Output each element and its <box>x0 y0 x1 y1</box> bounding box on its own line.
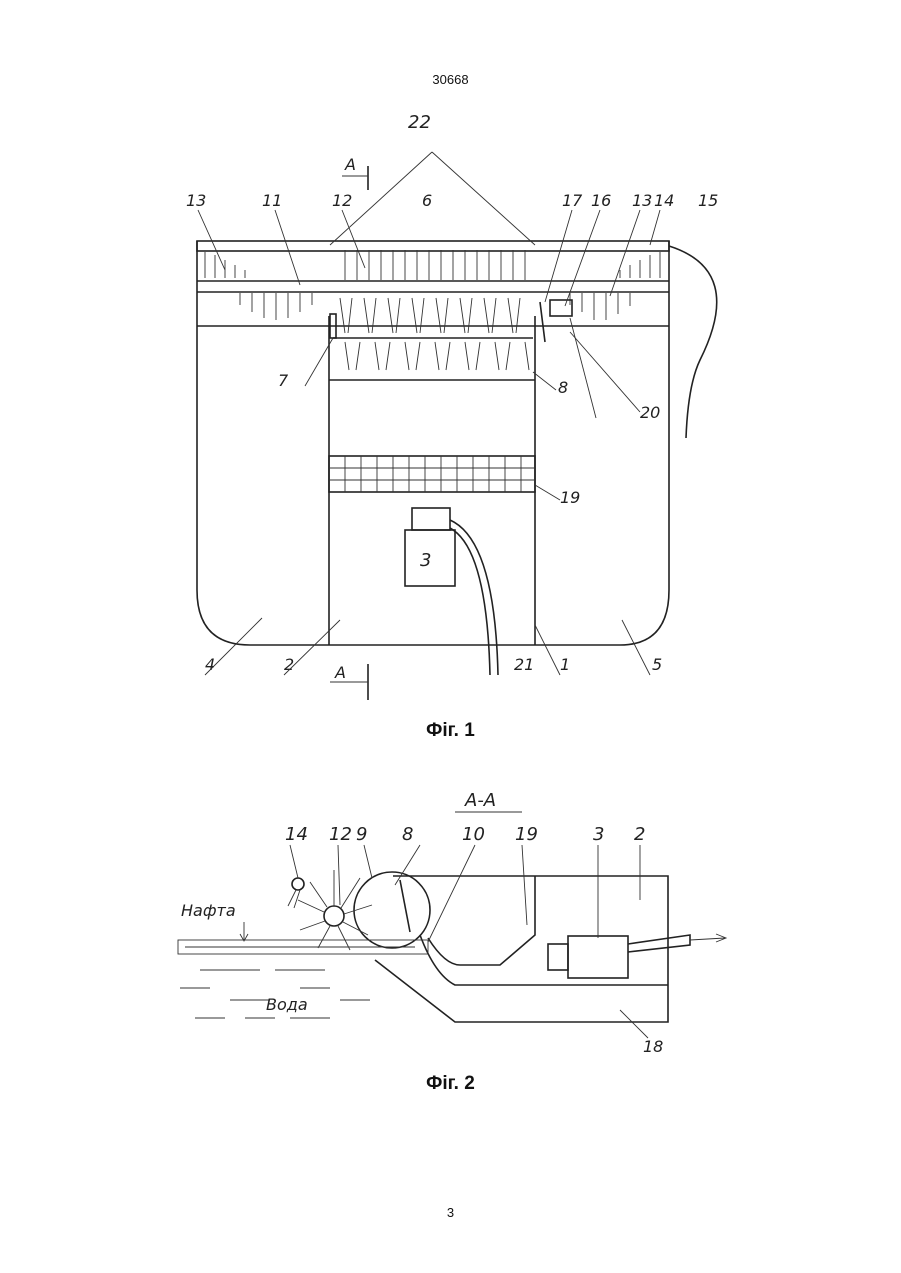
svg-text:14: 14 <box>285 824 308 845</box>
svg-text:A: A <box>334 663 346 682</box>
svg-text:9: 9 <box>356 824 367 845</box>
housing-outline <box>375 876 668 1022</box>
svg-text:2: 2 <box>284 655 294 674</box>
brush-bristles-top <box>345 250 525 280</box>
svg-text:12: 12 <box>332 191 352 210</box>
svg-text:8: 8 <box>402 824 413 845</box>
svg-text:14: 14 <box>654 191 674 210</box>
drive-unit-16 <box>550 300 572 316</box>
scraper-blade <box>400 880 410 932</box>
float-14 <box>292 878 304 890</box>
svg-text:19: 19 <box>515 824 538 845</box>
shaft-17 <box>540 302 545 342</box>
svg-text:22: 22 <box>408 112 431 133</box>
cable-20 <box>570 318 596 418</box>
svg-text:15: 15 <box>698 191 718 210</box>
svg-text:17: 17 <box>562 191 583 210</box>
grid-filter-19 <box>329 456 535 492</box>
svg-text:3: 3 <box>593 824 604 845</box>
svg-text:7: 7 <box>278 371 289 390</box>
motor-top <box>412 508 450 530</box>
drum-9 <box>354 872 430 948</box>
cable-15 <box>669 246 717 438</box>
svg-text:13: 13 <box>186 191 206 210</box>
page-number: 3 <box>0 1205 901 1220</box>
section-title: A-A <box>464 790 496 811</box>
figure-1-labels: 22 6 13 11 12 17 16 13 14 15 7 8 20 19 4… <box>186 112 718 674</box>
svg-text:21: 21 <box>514 655 534 674</box>
svg-text:1: 1 <box>560 655 570 674</box>
figure-1-drawing: 3 A A <box>197 152 717 700</box>
oil-label: Нафта <box>181 901 236 920</box>
svg-text:5: 5 <box>652 655 662 674</box>
outlet-arrow <box>690 938 725 940</box>
svg-text:2: 2 <box>634 824 645 845</box>
svg-text:A: A <box>344 155 356 174</box>
section-mark-bottom: A <box>330 663 368 700</box>
svg-text:19: 19 <box>560 488 580 507</box>
svg-text:20: 20 <box>640 403 660 422</box>
drum-fibers <box>333 298 533 370</box>
svg-text:13: 13 <box>632 191 652 210</box>
outlet-pipe <box>628 935 690 952</box>
svg-text:11: 11 <box>262 191 282 210</box>
hull-outline <box>197 241 669 645</box>
hatch-right <box>570 252 660 320</box>
svg-text:16: 16 <box>591 191 611 210</box>
motor-front <box>548 944 568 970</box>
svg-text:4: 4 <box>205 655 215 674</box>
svg-text:6: 6 <box>422 191 432 210</box>
top-frame-bar <box>197 241 669 251</box>
water-label: Вода <box>266 995 308 1014</box>
svg-text:10: 10 <box>462 824 485 845</box>
hose-21 <box>450 520 498 675</box>
section-mark-top: A <box>342 155 368 190</box>
motor-body-2 <box>568 936 628 978</box>
svg-text:12: 12 <box>329 824 352 845</box>
motor-label: 3 <box>420 550 431 571</box>
inner-channel <box>428 876 535 965</box>
svg-text:8: 8 <box>558 378 568 397</box>
brush-hub-12 <box>324 906 344 926</box>
brush-bristles <box>298 870 372 950</box>
figure-2-caption: Фіг. 2 <box>0 1073 901 1095</box>
svg-text:18: 18 <box>643 1037 663 1056</box>
figure-1-caption: Фіг. 1 <box>0 720 901 742</box>
